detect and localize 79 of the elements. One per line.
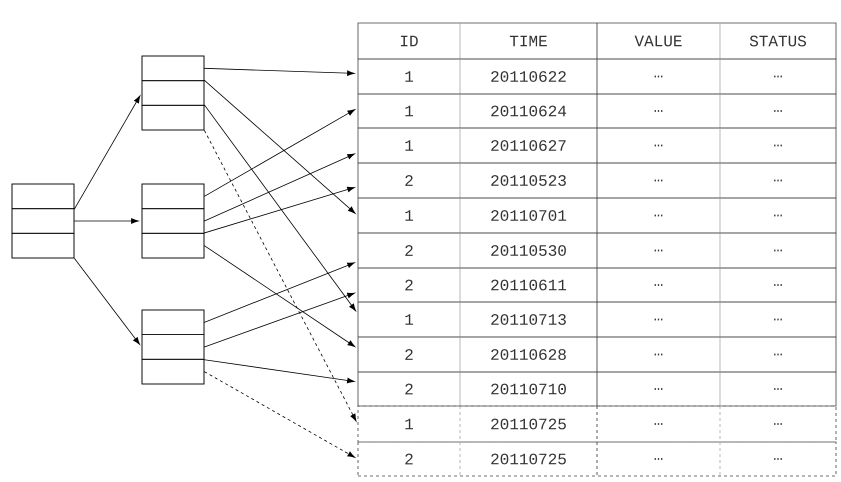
cell-text: 20110622 [491,71,566,82]
cell-box [142,184,204,210]
cell-text: 2 [405,384,413,394]
cell-text: … [774,76,782,78]
cell-text: … [654,76,662,78]
cell-box [142,104,204,130]
cell-text: … [654,180,662,182]
cell-text: 20110713 [491,314,566,325]
arrow [204,245,356,348]
cell-text: 2 [405,454,413,464]
cell-text: 20110725 [491,418,566,430]
cell-text: … [774,180,782,182]
cell-box [12,208,74,234]
cell-text: 20110611 [491,280,566,290]
arrow [204,186,355,234]
cell-text: 20110628 [491,349,566,360]
cell-text: … [774,423,782,425]
arrow [74,96,140,210]
cell-box [142,56,204,82]
cell-box [142,80,204,106]
cell-text: … [654,144,662,146]
cell-text: … [774,250,782,252]
cell-text: … [774,354,782,356]
cell-text: 20110530 [491,245,566,256]
cell-text: … [654,250,662,252]
cell-text: 1 [405,314,414,325]
arrow [204,371,356,458]
cell-text: … [774,284,782,286]
cell-text: ID [400,36,418,46]
cell-text: … [654,388,662,390]
cell-text: … [654,354,662,356]
cell-text: … [654,458,662,460]
arrow [204,153,355,222]
cell-text: 2 [405,245,413,256]
cell-text: 1 [405,71,414,82]
arrow [74,218,139,224]
cell-text: VALUE [634,36,682,46]
arrow [204,109,356,197]
cell-text: … [774,458,782,460]
cell-text: TIME [510,36,547,46]
cell-text: … [774,388,782,390]
cell-text: 2 [405,349,413,360]
cell-text: … [654,214,662,216]
cell-text: 1 [405,140,414,151]
cell-text: 20110725 [491,454,566,464]
cell-text: … [654,110,662,112]
cell-box [142,208,204,234]
cell-text: 20110624 [491,106,566,116]
cell-box [12,184,74,210]
cell-text: 2 [405,175,413,186]
arrow [204,130,356,422]
cell-text: … [654,423,662,425]
arrow [74,258,140,345]
cell-text: 20110523 [491,175,566,186]
arrow [204,262,355,323]
cell-text: 2 [405,280,413,290]
arrow [204,68,355,76]
cell-text: … [774,318,782,320]
cell-box [142,334,204,360]
arrow [204,292,355,348]
cell-text: 20110710 [491,384,566,394]
arrow [204,359,355,384]
cell-text: … [654,318,662,320]
cell-box [12,232,74,258]
cell-text: … [654,284,662,286]
cell-text: … [774,110,782,112]
cell-text: STATUS [750,36,806,46]
cell-box [142,232,204,258]
cell-text: 20110627 [491,140,566,151]
cell-text: 20110701 [491,210,566,221]
arrow [204,104,356,312]
cell-text: … [774,144,782,146]
arrow [204,80,356,214]
cell-text: … [774,214,782,216]
cell-text: 1 [405,106,414,116]
cell-box [142,310,204,336]
cell-box [142,358,204,384]
cell-text: 1 [405,210,414,221]
cell-text: 1 [405,418,414,430]
